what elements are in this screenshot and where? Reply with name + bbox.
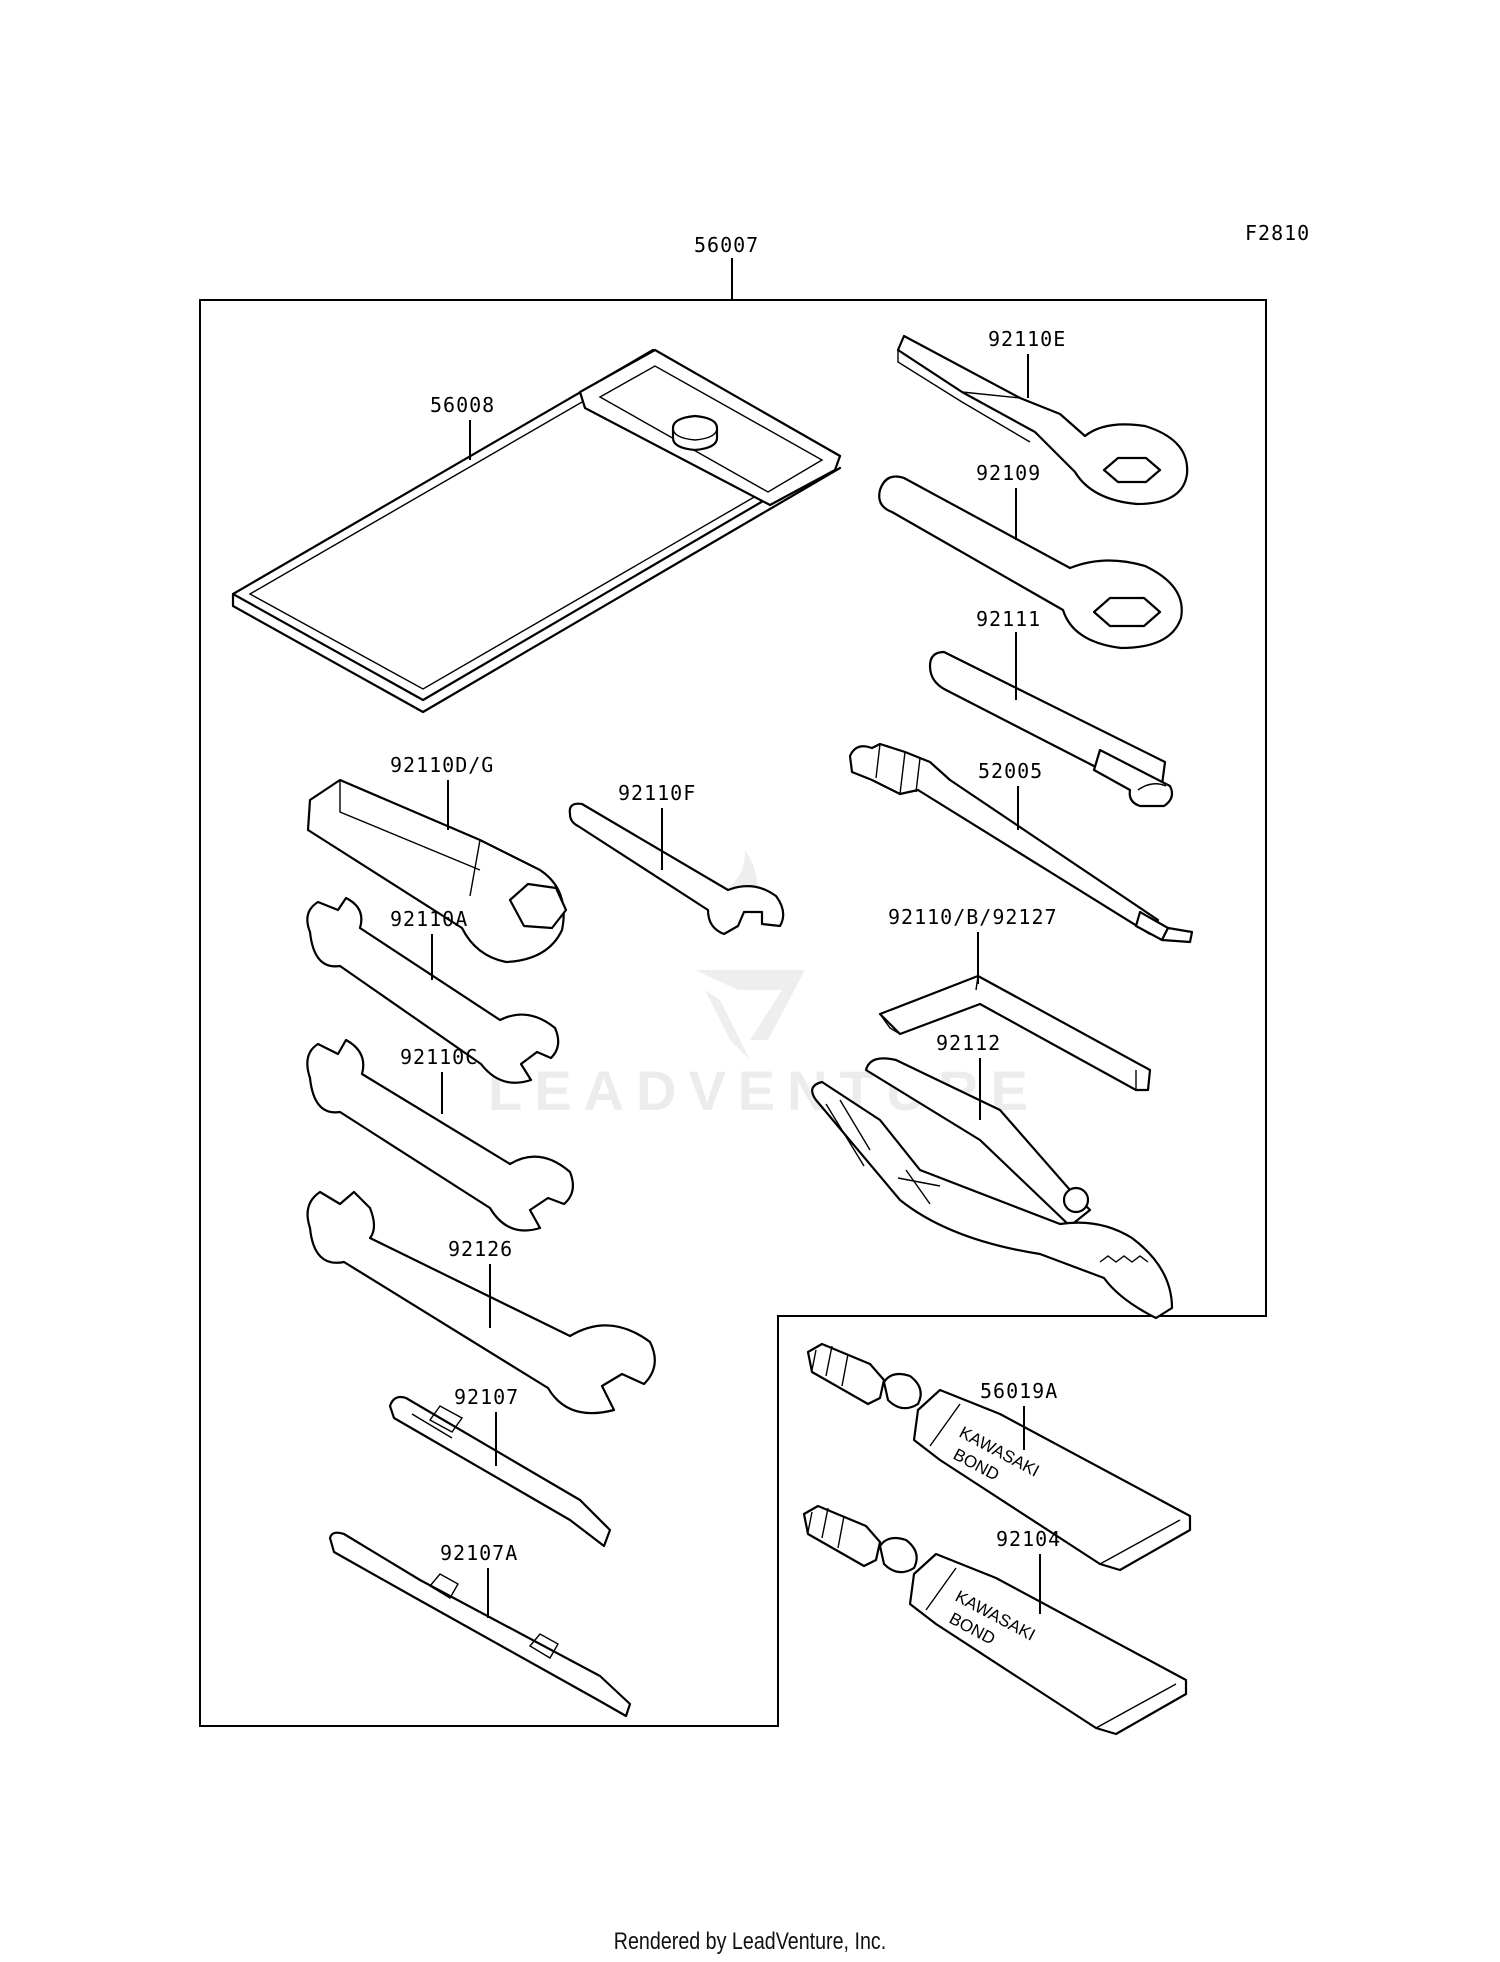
label-92110F: 92110F [618, 781, 696, 805]
kit-frame [199, 258, 1267, 1727]
spanner-92126[interactable] [306, 1190, 656, 1415]
label-92126: 92126 [448, 1237, 513, 1261]
label-92110E: 92110E [988, 327, 1066, 351]
label-56008: 56008 [430, 393, 495, 417]
spanner-92110A[interactable] [306, 896, 560, 1084]
screwdriver-bit-92107[interactable] [388, 1395, 612, 1548]
label-92110DG: 92110D/G [390, 753, 494, 777]
spanner-92110C[interactable] [306, 1038, 575, 1232]
assembly-label: 56007 [694, 233, 759, 257]
figure-code: F2810 [1245, 221, 1310, 245]
box-wrench-92110DG[interactable] [306, 778, 568, 964]
tool-pouch[interactable] [231, 348, 842, 714]
label-52005: 52005 [978, 759, 1043, 783]
pliers-92112[interactable] [811, 1057, 1174, 1320]
label-92107: 92107 [454, 1385, 519, 1409]
footer-credit: Rendered by LeadVenture, Inc. [613, 1928, 887, 1955]
label-92111: 92111 [976, 607, 1041, 631]
label-92104: 92104 [996, 1527, 1061, 1551]
label-92110B-92127: 92110/B/92127 [888, 905, 1058, 929]
extension-52005[interactable] [848, 742, 1194, 944]
label-92107A: 92107A [440, 1541, 518, 1565]
bond-tube-56019A[interactable]: KAWASAKI BOND [806, 1342, 1192, 1572]
screwdriver-92107A[interactable] [328, 1531, 632, 1718]
label-92110A: 92110A [390, 907, 468, 931]
label-92109: 92109 [976, 461, 1041, 485]
bond-tube-92104[interactable]: KAWASAKI BOND [802, 1504, 1188, 1736]
ring-spanner-92110E[interactable] [896, 334, 1189, 506]
label-56019A: 56019A [980, 1379, 1058, 1403]
tommy-bar-92111[interactable] [928, 650, 1174, 808]
label-92110C: 92110C [400, 1045, 478, 1069]
spanner-92109[interactable] [878, 475, 1183, 650]
spanner-92110F[interactable] [568, 802, 785, 936]
label-92112: 92112 [936, 1031, 1001, 1055]
